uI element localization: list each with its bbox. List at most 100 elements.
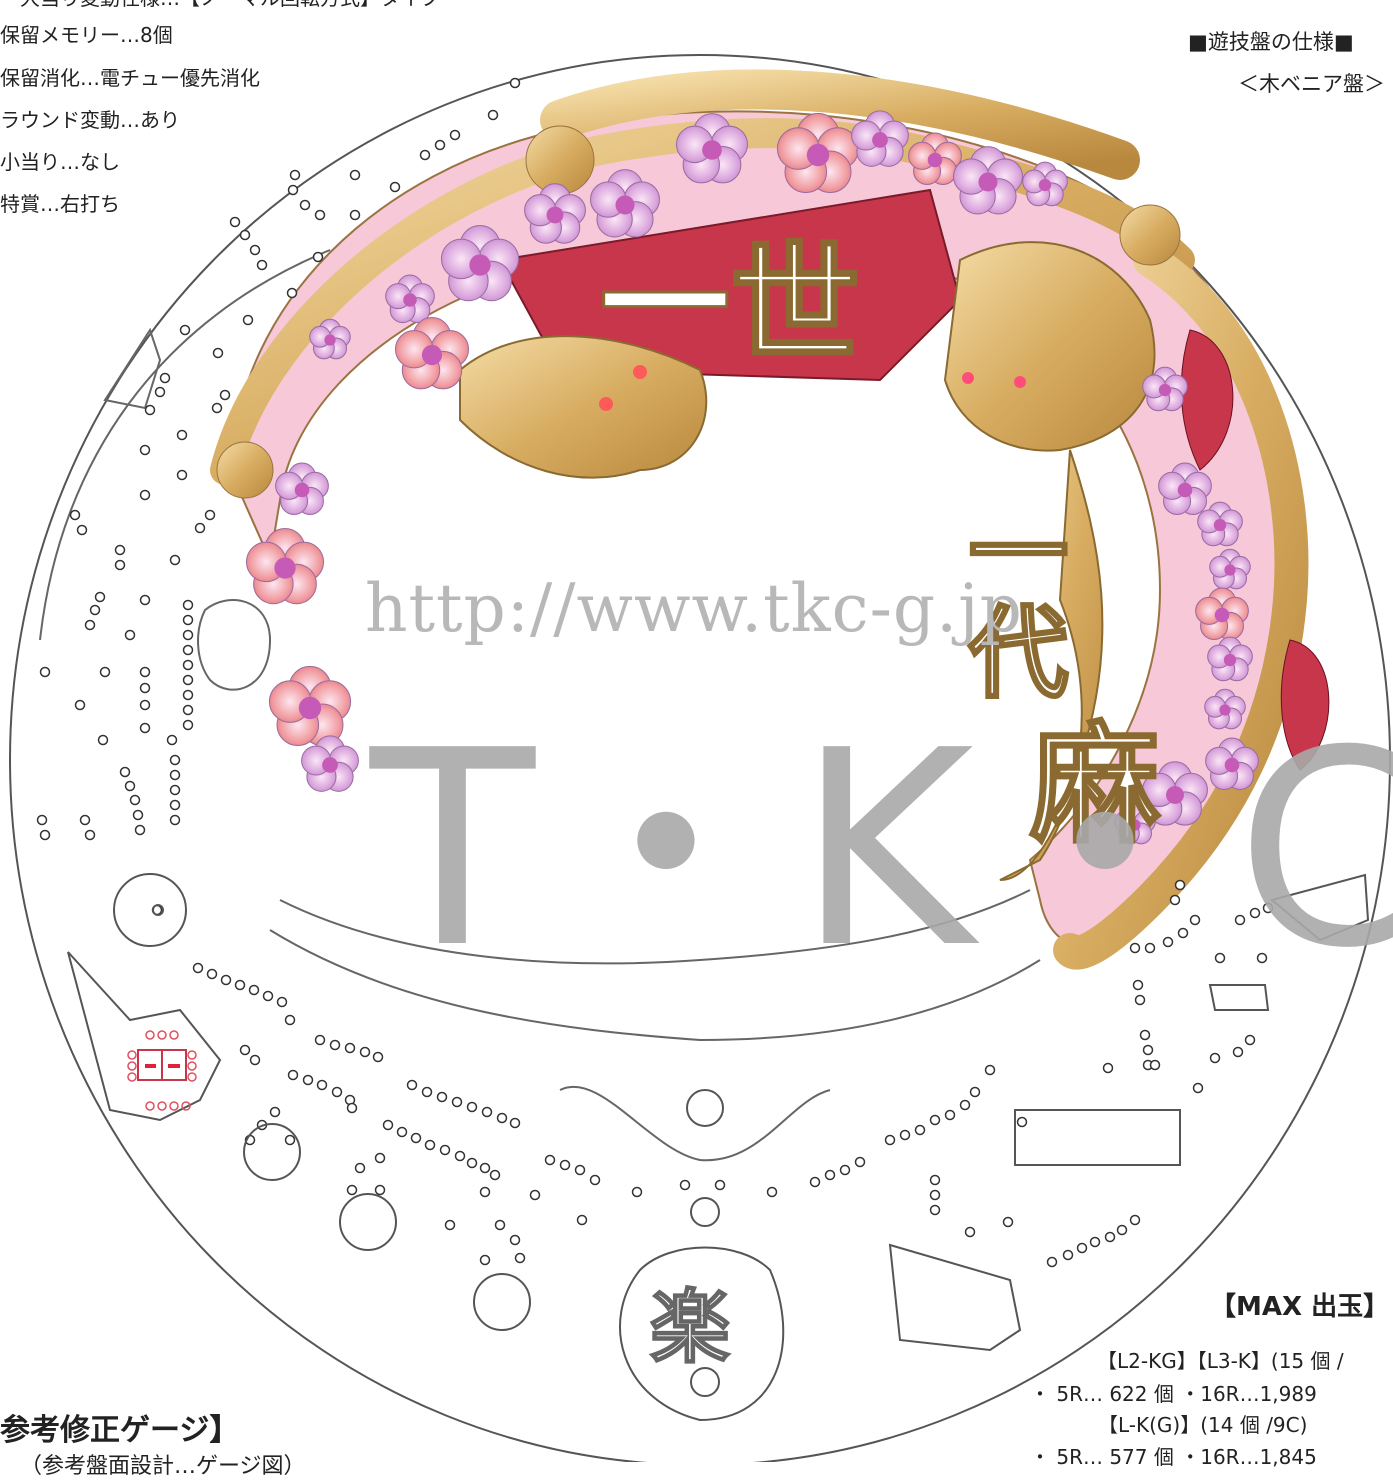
gauge-title: 参考修正ゲージ】 — [0, 1413, 240, 1448]
nail-pin — [406, 1079, 418, 1091]
nail-pin — [349, 169, 361, 181]
max-output-line2: ・ 5R… 622 個 ・16R…1,989 — [1030, 1382, 1317, 1406]
kanji-logo: 一世 一代 麻 楽 — [599, 227, 1162, 1376]
nail-pin — [144, 404, 156, 416]
nail-pin — [1214, 952, 1226, 964]
nail-pin — [204, 509, 216, 521]
cherry-blossom-icon — [1197, 501, 1243, 547]
bottom-emblem — [619, 1246, 785, 1422]
nail-pin — [1062, 1249, 1074, 1261]
nail-pin — [1046, 1256, 1058, 1268]
nail-pin — [211, 402, 223, 414]
nail-pin — [929, 1204, 941, 1216]
nail-pin — [964, 1226, 976, 1238]
center-start-pocket — [686, 1089, 724, 1127]
nail-pin — [134, 824, 146, 836]
nail-pin — [129, 794, 141, 806]
nail-pin — [1144, 942, 1156, 954]
nail-pin — [139, 722, 151, 734]
nail-pin — [84, 619, 96, 631]
nail-pin — [182, 719, 194, 731]
nail-pin — [169, 769, 181, 781]
nail-pin — [234, 979, 246, 991]
nail-pin — [182, 674, 194, 686]
nail-pin — [36, 814, 48, 826]
nail-pin — [139, 444, 151, 456]
nail-pin — [139, 699, 151, 711]
nail-pin — [1162, 936, 1174, 948]
svg-text:楽: 楽 — [650, 1280, 730, 1374]
cherry-blossom-icon — [1209, 548, 1251, 590]
nail-pin — [544, 1154, 556, 1166]
nail-pin — [489, 1169, 501, 1181]
nail-pin — [1256, 952, 1268, 964]
nail-pin — [854, 1156, 866, 1168]
spec-small-win: 小当り…なし — [0, 150, 120, 174]
spec-hold-memory: 保留メモリー…8個 — [0, 23, 173, 47]
nail-pin — [529, 1189, 541, 1201]
cherry-blossom-icon — [1204, 688, 1246, 730]
cherry-blossom-icon — [1195, 587, 1249, 640]
nail-pin — [316, 1079, 328, 1091]
right-lower-part — [888, 1243, 1022, 1352]
nail-pin — [331, 1086, 343, 1098]
nail-pin — [454, 1150, 466, 1162]
nail-pin — [89, 604, 101, 616]
spec-top-partial: ・大当り変動仕様…【ノーマル回転方式】タイプ — [0, 0, 440, 10]
nail-pin — [1232, 1046, 1244, 1058]
nail-pin — [176, 469, 188, 481]
nail-pin — [182, 704, 194, 716]
nail-pin — [984, 1064, 996, 1076]
cherry-blossom-icon — [908, 132, 962, 185]
nail-pin — [192, 962, 204, 974]
nail-pin — [1134, 994, 1146, 1006]
nail-pin — [169, 784, 181, 796]
cherry-blossom-icon — [1114, 803, 1156, 845]
nail-pin — [509, 1234, 521, 1246]
nail-pin — [1139, 1029, 1151, 1041]
max-output-line3: 【L-K(G)】(14 個 /9C) — [1098, 1413, 1308, 1437]
nail-pin — [487, 109, 499, 121]
nail-pin — [514, 1252, 526, 1264]
nail-pin — [99, 666, 111, 678]
nail-pin — [256, 259, 268, 271]
nail-pin — [1234, 914, 1246, 926]
nail-pin — [509, 1117, 521, 1129]
nail-pin — [1132, 979, 1144, 991]
nail-pin — [159, 372, 171, 384]
nail-pin — [959, 1099, 971, 1111]
cherry-blossom-icon — [953, 146, 1023, 215]
nail-pin — [439, 1144, 451, 1156]
nail-pin — [182, 689, 194, 701]
nail-pin — [154, 386, 166, 398]
cherry-blossom-decoration — [245, 110, 1259, 845]
nail-pin — [276, 996, 288, 1008]
nail-pin — [436, 1091, 448, 1103]
nail-pin — [479, 1162, 491, 1174]
nail-pin — [219, 389, 231, 401]
watermark-url: http://www.tkc-g.jp — [365, 570, 1023, 647]
nail-pin — [969, 1086, 981, 1098]
left-wheel — [113, 873, 187, 947]
nail-pin — [372, 1051, 384, 1063]
left-attacker — [67, 951, 222, 1122]
nail-pin — [1177, 927, 1189, 939]
nail-pin — [289, 169, 301, 181]
nail-pin — [286, 287, 298, 299]
nail-pin — [1169, 894, 1181, 906]
nail-pin — [182, 599, 194, 611]
nail-pin — [914, 1124, 926, 1136]
nail-pin — [139, 666, 151, 678]
nail-pin — [1104, 1231, 1116, 1243]
nail-pin — [229, 216, 241, 228]
nail-pin — [346, 1102, 358, 1114]
nail-pin — [239, 1044, 251, 1056]
nail-pin — [249, 244, 261, 256]
nail-pin — [496, 1112, 508, 1124]
nail-pin — [824, 1169, 836, 1181]
nail-pin — [94, 591, 106, 603]
nail-pin — [1142, 1044, 1154, 1056]
nail-pin — [1189, 914, 1201, 926]
nail-pin — [194, 522, 206, 534]
